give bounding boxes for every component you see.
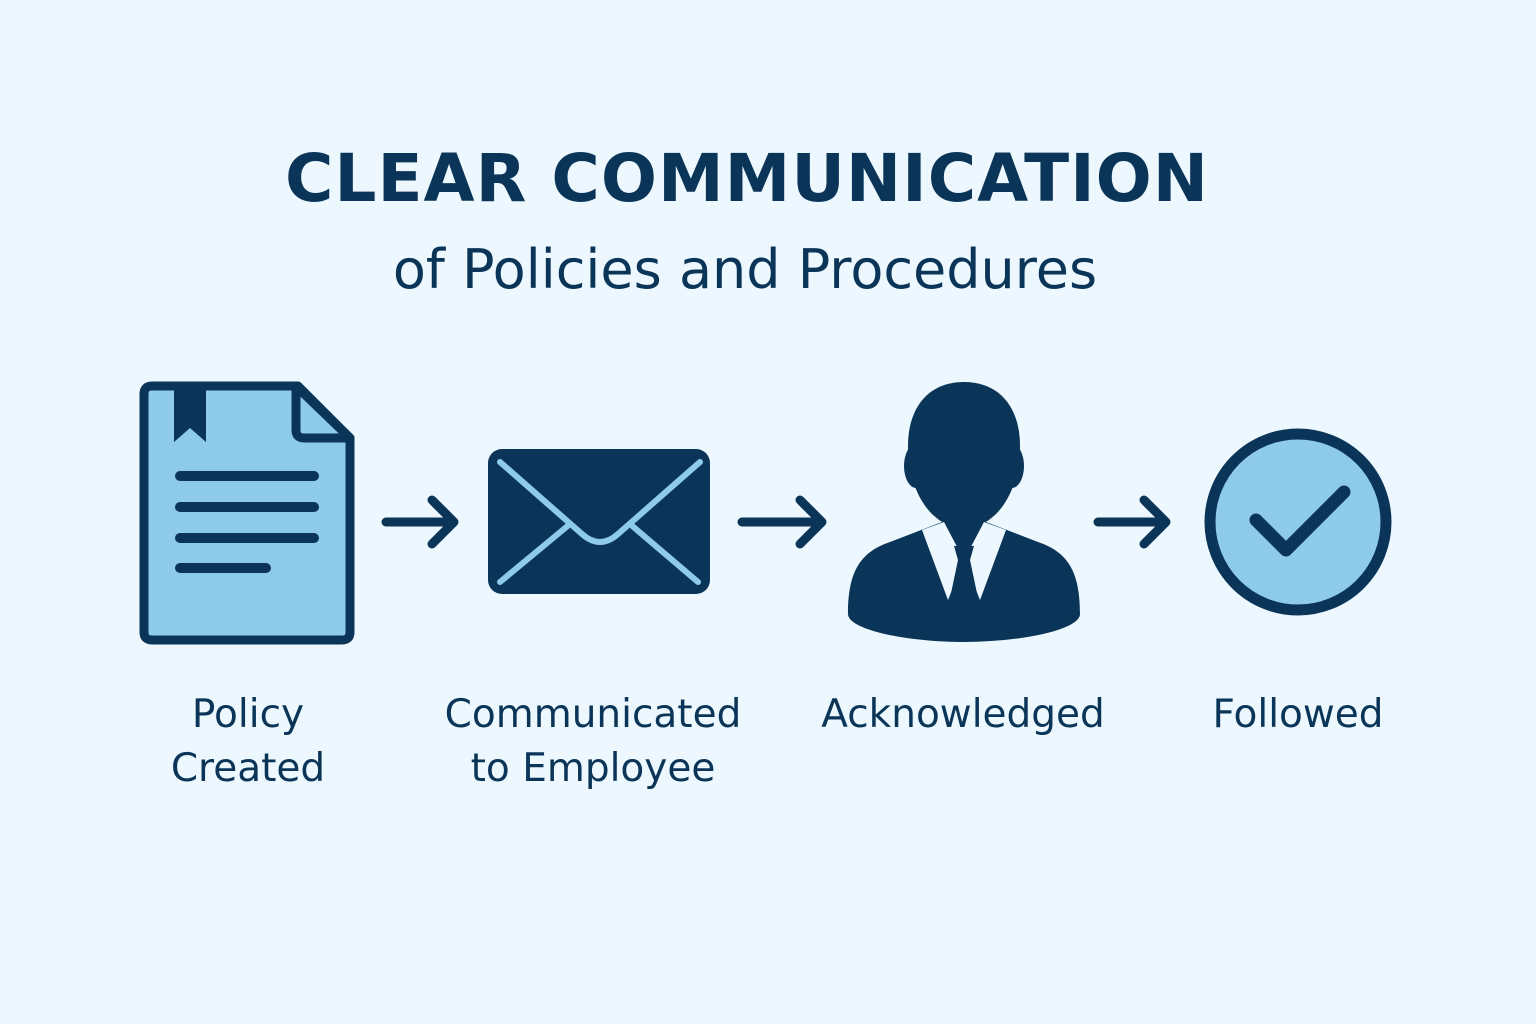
checkmark-circle-icon (1204, 428, 1392, 616)
diagram-title: CLEAR COMMUNICATION (284, 140, 1210, 217)
step-label-communicated: Communicated to Employee (418, 688, 768, 796)
arrow-right-icon (381, 495, 459, 549)
arrow-right-icon (1093, 495, 1171, 549)
step-label-acknowledged: Acknowledged (800, 688, 1126, 742)
step-label-line: Acknowledged (821, 692, 1105, 737)
step-label-line: Policy (191, 692, 305, 737)
step-label-line: Communicated (444, 692, 742, 737)
step-label-policy-created: Policy Created (108, 688, 388, 796)
document-icon (139, 381, 355, 645)
person-icon (848, 382, 1080, 642)
diagram-subtitle: of Policies and Procedures (392, 238, 1098, 301)
step-label-line: Followed (1212, 692, 1384, 737)
envelope-icon (488, 449, 710, 594)
step-label-line: Created (170, 746, 326, 791)
step-label-followed: Followed (1178, 688, 1418, 742)
arrow-right-icon (737, 495, 827, 549)
step-label-line: to Employee (470, 746, 716, 791)
